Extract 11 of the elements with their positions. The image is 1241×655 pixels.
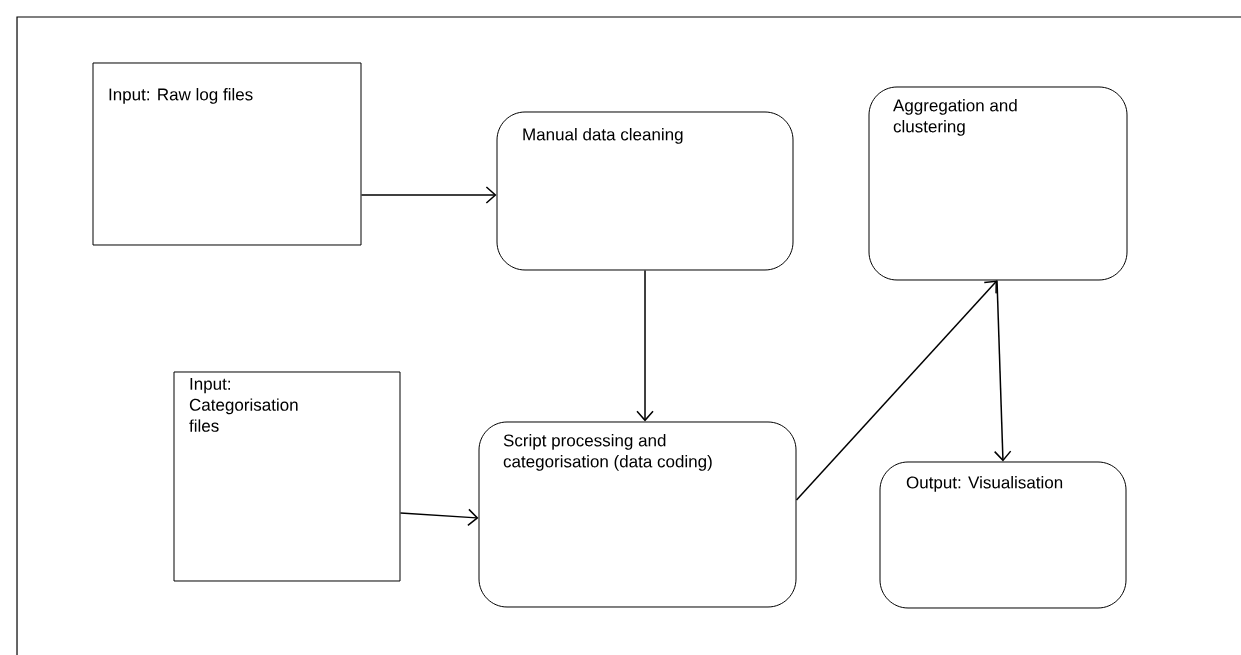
input-box: Input: Categorisation files: [173, 371, 401, 582]
process-box: Aggregation and clustering: [868, 86, 1128, 281]
arrow: [993, 279, 1012, 462]
arrow: [636, 269, 654, 422]
arrow: [399, 508, 479, 527]
arrow: [360, 186, 497, 204]
arrow: [795, 280, 997, 501]
input-box: Input: Raw log files: [92, 62, 362, 246]
output-box: Output: Visualisation: [879, 461, 1127, 609]
process-box: Script processing and categorisation (data coding): [478, 421, 797, 608]
process-box: Manual data cleaning: [496, 111, 794, 271]
